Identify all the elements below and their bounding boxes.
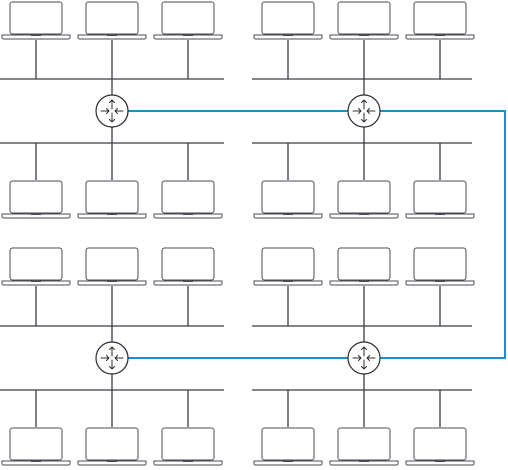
laptop-base <box>153 34 223 40</box>
laptop-base <box>77 34 147 40</box>
laptop-screen <box>261 427 315 461</box>
laptop-base <box>329 280 399 286</box>
laptop-icon <box>77 1 147 40</box>
router-link-right <box>380 110 506 359</box>
laptop-base <box>405 213 475 219</box>
laptop-icon <box>253 427 323 466</box>
laptop-icon <box>405 180 475 219</box>
laptop-base <box>77 280 147 286</box>
laptop-screen <box>9 180 63 214</box>
laptop-screen <box>161 180 215 214</box>
laptop-base <box>153 460 223 466</box>
laptop-screen <box>261 180 315 214</box>
laptop-screen <box>261 1 315 35</box>
laptop-base <box>329 460 399 466</box>
laptop-icon <box>77 247 147 286</box>
laptop-icon <box>329 180 399 219</box>
laptop-base <box>1 213 71 219</box>
laptop-base <box>77 213 147 219</box>
laptop-icon <box>153 427 223 466</box>
laptop-screen <box>337 1 391 35</box>
laptop-screen <box>161 1 215 35</box>
laptop-icon <box>329 247 399 286</box>
laptop-base <box>153 280 223 286</box>
laptop-screen <box>85 1 139 35</box>
router-group <box>95 94 381 375</box>
laptop-base <box>253 34 323 40</box>
router-icon <box>347 341 381 375</box>
laptop-screen <box>413 427 467 461</box>
router-icon <box>347 94 381 128</box>
router-arrows-icon <box>100 346 124 370</box>
bus-lines <box>0 40 472 427</box>
laptop-icon <box>253 1 323 40</box>
laptop-icon <box>253 180 323 219</box>
router-arrows-icon <box>100 99 124 123</box>
laptop-base <box>329 213 399 219</box>
laptop-screen <box>85 247 139 281</box>
laptop-icon <box>329 1 399 40</box>
laptop-base <box>1 280 71 286</box>
laptop-screen <box>161 427 215 461</box>
laptop-base <box>253 213 323 219</box>
laptop-base <box>253 460 323 466</box>
router-links <box>128 110 506 359</box>
laptop-icon <box>405 1 475 40</box>
laptop-base <box>253 280 323 286</box>
laptop-base <box>77 460 147 466</box>
laptop-icon <box>153 180 223 219</box>
laptop-icon <box>253 247 323 286</box>
laptop-screen <box>337 180 391 214</box>
laptop-icon <box>1 427 71 466</box>
laptop-screen <box>337 427 391 461</box>
laptop-icon <box>405 247 475 286</box>
laptop-base <box>405 34 475 40</box>
laptop-base <box>1 460 71 466</box>
laptop-base <box>405 280 475 286</box>
laptop-icon <box>77 180 147 219</box>
router-arrows-icon <box>352 346 376 370</box>
router-arrows-icon <box>352 99 376 123</box>
laptop-icon <box>1 1 71 40</box>
laptop-screen <box>9 1 63 35</box>
router-icon <box>95 341 129 375</box>
router-circle <box>347 341 381 375</box>
router-circle <box>95 94 129 128</box>
laptop-icon <box>1 180 71 219</box>
laptop-screen <box>337 247 391 281</box>
laptop-base <box>1 34 71 40</box>
router-icon <box>95 94 129 128</box>
laptop-base <box>329 34 399 40</box>
router-circle <box>95 341 129 375</box>
laptop-screen <box>413 180 467 214</box>
laptop-icon <box>77 427 147 466</box>
laptop-base <box>405 460 475 466</box>
laptop-icon <box>405 427 475 466</box>
laptop-screen <box>413 1 467 35</box>
laptop-icon <box>153 247 223 286</box>
laptop-screen <box>261 247 315 281</box>
laptop-screen <box>85 427 139 461</box>
laptop-screen <box>9 247 63 281</box>
laptop-icon <box>329 427 399 466</box>
laptop-base <box>153 213 223 219</box>
laptop-screen <box>85 180 139 214</box>
laptop-icon <box>153 1 223 40</box>
laptop-screen <box>9 427 63 461</box>
laptop-icon <box>1 247 71 286</box>
router-circle <box>347 94 381 128</box>
laptop-screen <box>413 247 467 281</box>
laptop-screen <box>161 247 215 281</box>
laptop-group <box>1 1 475 466</box>
